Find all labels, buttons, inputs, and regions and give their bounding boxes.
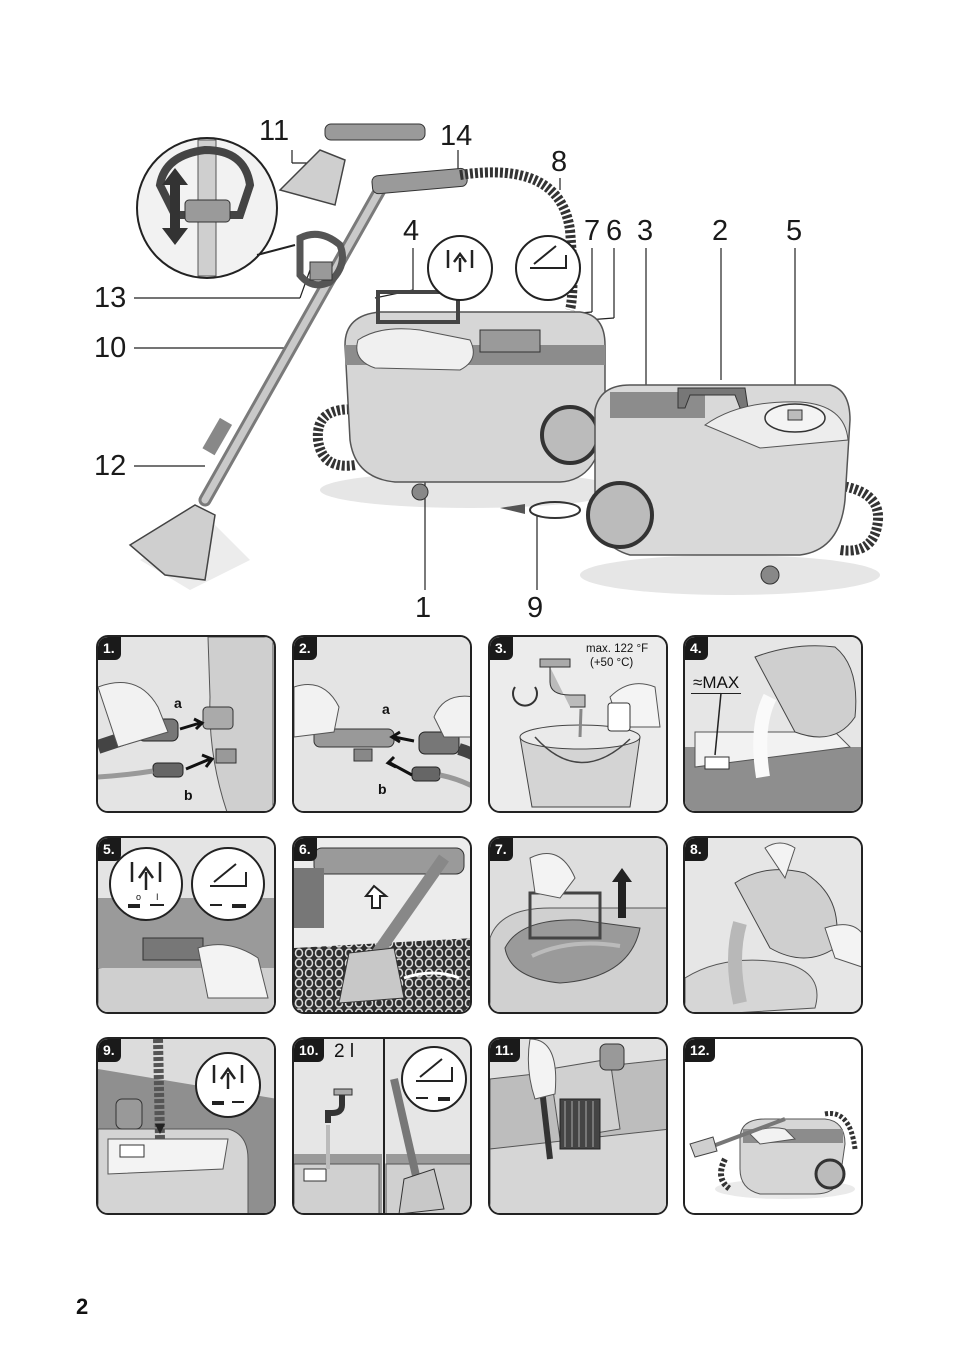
step-10-illustration	[294, 1039, 470, 1213]
step-panel-6: 6.	[292, 836, 472, 1014]
page-number: 2	[76, 1294, 89, 1319]
callout-5: 5	[786, 215, 803, 247]
step-6-illustration	[294, 838, 470, 1012]
step-number: 3.	[490, 637, 513, 660]
step-number: 10.	[294, 1039, 325, 1062]
label-a: a	[174, 695, 182, 711]
step-4-illustration	[685, 637, 861, 811]
step-3-illustration	[490, 637, 666, 811]
step-5-illustration	[98, 838, 274, 1012]
step-number: 12.	[685, 1039, 716, 1062]
callout-6: 6	[606, 215, 623, 247]
callout-14: 14	[440, 120, 473, 152]
label-b: b	[378, 781, 387, 797]
step-panel-12: 12.	[683, 1037, 863, 1215]
temperature-max-fahrenheit: max. 122 °F	[586, 643, 649, 655]
step-11-illustration	[490, 1039, 666, 1213]
step-panel-11: 11.	[488, 1037, 668, 1215]
step-panel-8: 8.	[683, 836, 863, 1014]
step-8-illustration	[685, 838, 861, 1012]
step-number: 1.	[98, 637, 121, 660]
step-panel-10: 10. 2 l	[292, 1037, 472, 1215]
callout-2: 2	[712, 215, 729, 247]
callout-10: 10	[94, 332, 127, 364]
step-7-illustration	[490, 838, 666, 1012]
step-panel-3: 3. max. 122 °F (+50 °C)	[488, 635, 668, 813]
callout-7: 7	[584, 215, 601, 247]
temperature-max-celsius: (+50 °C)	[590, 657, 634, 669]
step-panel-2: 2. a b	[292, 635, 472, 813]
water-volume-label: 2 l	[334, 1041, 355, 1062]
step-2-illustration	[294, 637, 470, 811]
step-panel-9: 9.	[96, 1037, 276, 1215]
step-panel-5: 5. o I	[96, 836, 276, 1014]
label-a: a	[382, 701, 390, 717]
step-number: 8.	[685, 838, 708, 861]
step-number: 7.	[490, 838, 513, 861]
label-b: b	[184, 787, 193, 803]
step-number: 2.	[294, 637, 317, 660]
step-number: 11.	[490, 1039, 520, 1062]
callout-11: 11	[259, 115, 290, 147]
callout-9: 9	[527, 592, 544, 624]
overview-illustration	[128, 123, 884, 595]
step-panel-4: 4. ≈MAX	[683, 635, 863, 813]
step-number: 9.	[98, 1039, 121, 1062]
callout-13: 13	[94, 282, 127, 314]
switch-mark-off: o	[136, 892, 142, 902]
switch-mark-on: I	[156, 892, 159, 902]
step-9-illustration	[98, 1039, 274, 1213]
callout-3: 3	[637, 215, 654, 247]
max-fill-label: ≈MAX	[691, 673, 742, 694]
callout-8: 8	[551, 146, 568, 178]
callout-1: 1	[415, 592, 432, 624]
step-number: 5.	[98, 838, 121, 861]
callout-4: 4	[403, 215, 420, 247]
callout-12: 12	[94, 450, 127, 482]
step-panel-7: 7.	[488, 836, 668, 1014]
step-number: 6.	[294, 838, 317, 861]
step-panel-1: 1. a b	[96, 635, 276, 813]
step-number: 4.	[685, 637, 708, 660]
step-1-illustration	[98, 637, 274, 811]
step-12-illustration	[685, 1039, 861, 1213]
